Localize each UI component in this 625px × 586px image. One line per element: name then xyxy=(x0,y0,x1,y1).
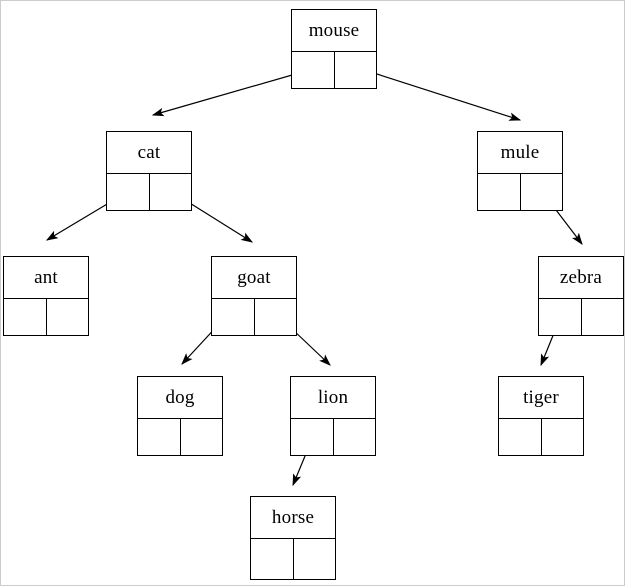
tree-node-ant[interactable]: ant xyxy=(3,256,89,336)
node-label: mule xyxy=(500,142,540,163)
tree-node-cat[interactable]: cat xyxy=(106,131,192,211)
node-label: zebra xyxy=(559,267,603,288)
node-label: goat xyxy=(237,267,271,288)
node-pointer-cells xyxy=(212,298,296,335)
pointer-cell-right[interactable] xyxy=(541,419,583,455)
node-pointer-cells xyxy=(499,418,583,455)
node-label: tiger xyxy=(523,387,559,408)
pointer-cell-right[interactable] xyxy=(180,419,222,455)
pointer-cell-right[interactable] xyxy=(581,299,623,335)
pointer-cell-left[interactable] xyxy=(292,52,335,88)
node-pointer-cells xyxy=(292,51,376,88)
tree-node-tiger[interactable]: tiger xyxy=(498,376,584,456)
tree-node-mouse[interactable]: mouse xyxy=(291,9,377,89)
tree-node-mule[interactable]: mule xyxy=(477,131,563,211)
node-pointer-cells xyxy=(138,418,222,455)
pointer-cell-right[interactable] xyxy=(149,174,191,210)
node-pointer-cells xyxy=(539,298,623,335)
pointer-cell-right[interactable] xyxy=(293,539,335,579)
node-pointer-cells xyxy=(107,173,191,210)
tree-node-lion[interactable]: lion xyxy=(290,376,376,456)
node-label: cat xyxy=(137,142,161,163)
pointer-cell-left[interactable] xyxy=(539,299,582,335)
pointer-cell-right[interactable] xyxy=(334,52,376,88)
node-label: dog xyxy=(165,387,195,408)
node-label: horse xyxy=(271,507,315,528)
pointer-cell-left[interactable] xyxy=(251,539,294,579)
edge-mouse-to-cat xyxy=(151,68,314,117)
pointer-cell-left[interactable] xyxy=(499,419,542,455)
tree-node-goat[interactable]: goat xyxy=(211,256,297,336)
tree-node-dog[interactable]: dog xyxy=(137,376,223,456)
pointer-cell-right[interactable] xyxy=(46,299,88,335)
pointer-cell-right[interactable] xyxy=(254,299,296,335)
node-label: lion xyxy=(317,387,349,408)
node-pointer-cells xyxy=(478,173,562,210)
node-pointer-cells xyxy=(4,298,88,335)
edge-mouse-to-mule xyxy=(354,66,522,121)
node-pointer-cells xyxy=(251,538,335,579)
node-pointer-cells xyxy=(291,418,375,455)
pointer-cell-left[interactable] xyxy=(4,299,47,335)
node-label: ant xyxy=(34,267,58,288)
tree-node-zebra[interactable]: zebra xyxy=(538,256,624,336)
tree-node-horse[interactable]: horse xyxy=(250,496,336,580)
pointer-cell-left[interactable] xyxy=(107,174,150,210)
pointer-cell-left[interactable] xyxy=(291,419,334,455)
pointer-cell-left[interactable] xyxy=(138,419,181,455)
node-label: mouse xyxy=(308,20,360,41)
pointer-cell-left[interactable] xyxy=(478,174,521,210)
pointer-cell-right[interactable] xyxy=(520,174,562,210)
pointer-cell-left[interactable] xyxy=(212,299,255,335)
pointer-cell-right[interactable] xyxy=(333,419,375,455)
